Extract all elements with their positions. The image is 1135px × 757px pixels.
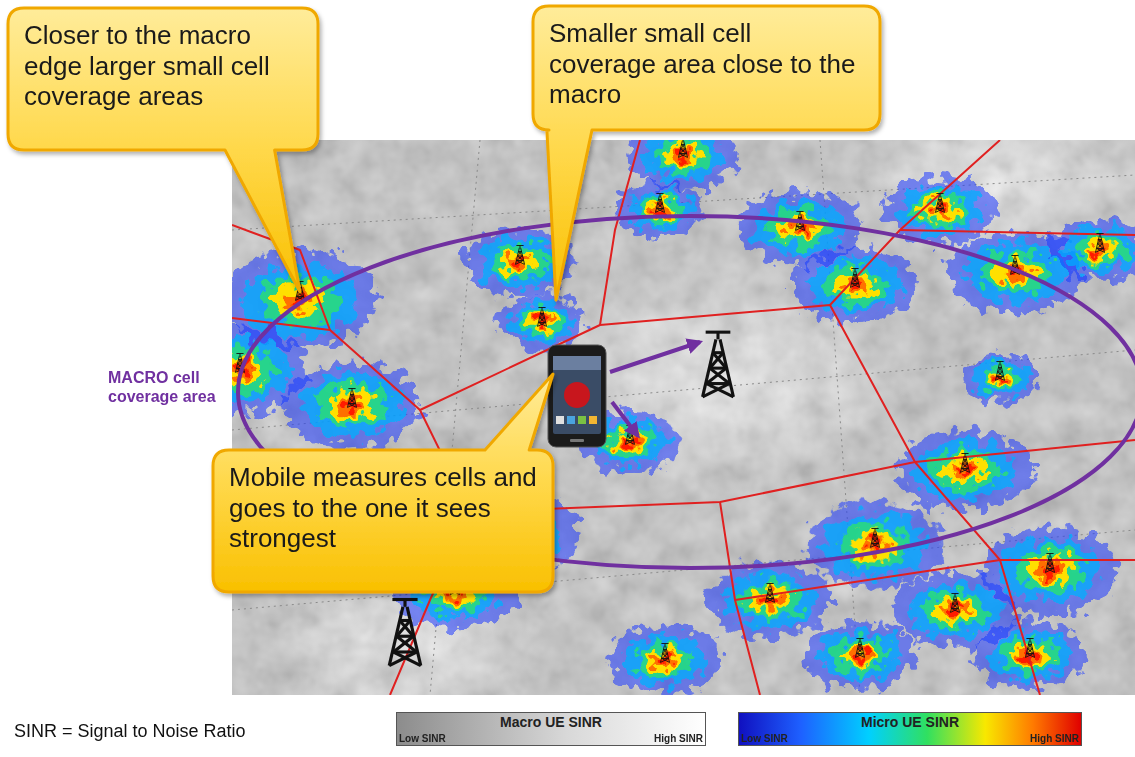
callout-box: Mobile measures cells and goes to the on… — [213, 450, 553, 592]
callout-text: Smaller small cell coverage area close t… — [549, 18, 864, 110]
region-label: MACRO cell coverage area — [108, 368, 238, 406]
callout-bubble — [8, 8, 318, 292]
scale-max: High SINR — [583, 733, 703, 745]
callout-bubble — [533, 6, 880, 300]
callout-box: Closer to the macro edge larger small ce… — [8, 8, 318, 150]
callout-text: Mobile measures cells and goes to the on… — [229, 462, 537, 554]
callout-text: Closer to the macro edge larger small ce… — [24, 20, 302, 112]
mobile-phone — [548, 345, 606, 447]
scale-min: Low SINR — [741, 733, 861, 745]
callout-box: Smaller small cell coverage area close t… — [533, 6, 880, 130]
scale-min: Low SINR — [399, 733, 519, 745]
legend-text: Micro UE SINR — [739, 714, 1081, 730]
scale-max: High SINR — [959, 733, 1079, 745]
legend-text: Macro UE SINR — [397, 714, 705, 730]
callout-bubble — [213, 374, 553, 592]
footnote: SINR = Signal to Noise Ratio — [14, 721, 344, 743]
